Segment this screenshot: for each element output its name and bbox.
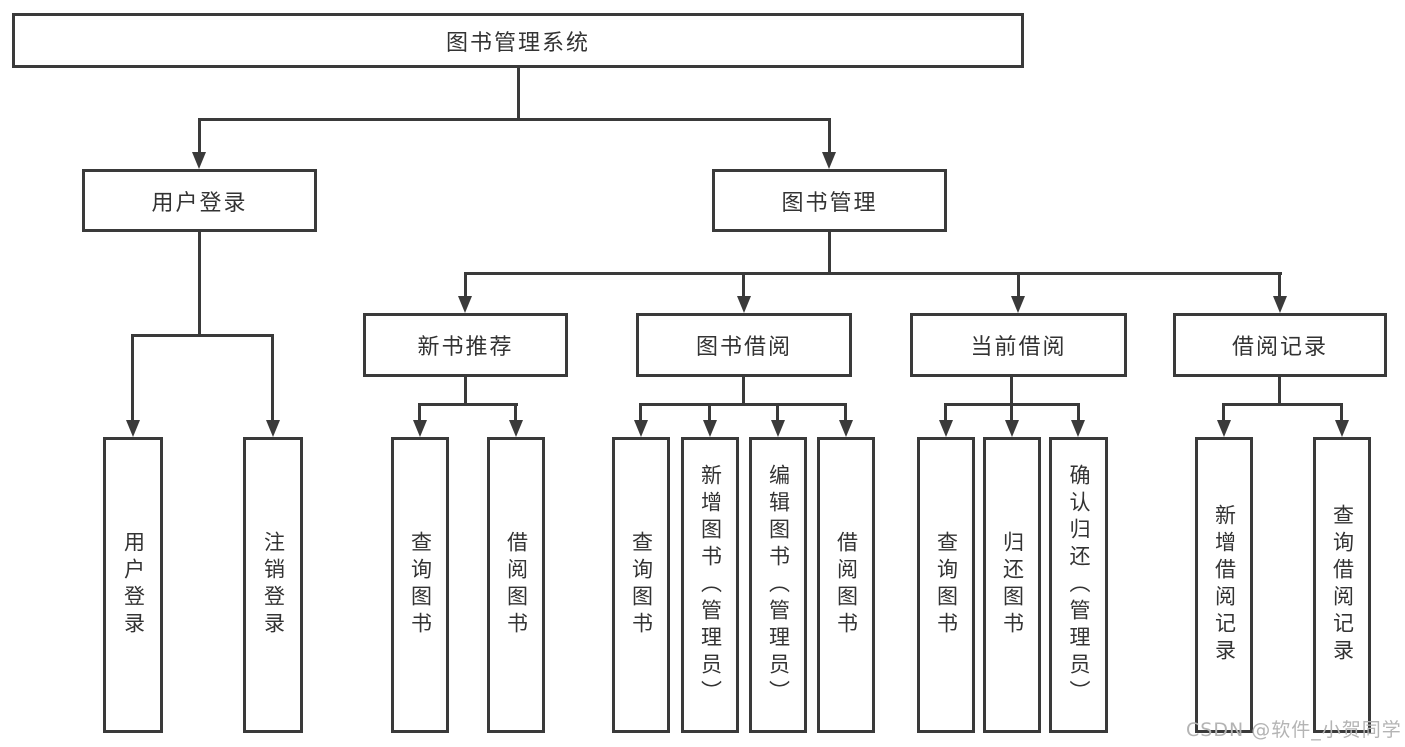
node-new-book: 新书推荐 [363, 313, 568, 377]
node-records-label: 借阅记录 [1231, 335, 1328, 360]
leaf-current-return-label: 归还图书 [1000, 531, 1025, 639]
arrowhead [413, 420, 427, 437]
connector-line [1278, 377, 1281, 405]
leaf-newbook-borrow: 借阅图书 [487, 437, 545, 733]
leaf-current-query-label: 查询图书 [934, 531, 959, 639]
node-borrow: 图书借阅 [636, 313, 852, 377]
connector-line [1077, 403, 1080, 420]
node-new-book-label: 新书推荐 [417, 335, 514, 360]
csdn-watermark: CSDN @软件_小贺同学 [1186, 719, 1402, 741]
arrowhead [771, 420, 785, 437]
leaf-records-query-label: 查询借阅记录 [1330, 504, 1355, 666]
node-book-mgmt: 图书管理 [712, 169, 947, 232]
node-current-label: 当前借阅 [970, 335, 1067, 360]
node-user-login-label: 用户登录 [151, 190, 248, 216]
node-records: 借阅记录 [1173, 313, 1387, 377]
node-root: 图书管理系统 [12, 13, 1024, 68]
leaf-user-login: 用户登录 [103, 437, 163, 733]
leaf-current-return: 归还图书 [983, 437, 1041, 733]
connector-line [517, 68, 520, 120]
connector-line [198, 118, 201, 154]
arrowhead [1273, 296, 1287, 313]
arrowhead [458, 296, 472, 313]
connector-line [1017, 272, 1020, 298]
arrowhead [634, 420, 648, 437]
leaf-logout-label: 注销登录 [261, 531, 286, 639]
leaf-records-add: 新增借阅记录 [1195, 437, 1253, 733]
connector-line [464, 272, 467, 298]
connector-line [742, 377, 745, 405]
arrowhead [1335, 420, 1349, 437]
arrowhead [1071, 420, 1085, 437]
connector-line [1222, 403, 1343, 406]
arrowhead [703, 420, 717, 437]
leaf-borrow-add: 新增图书（管理员） [681, 437, 739, 733]
arrowhead [126, 420, 140, 437]
connector-line [131, 334, 274, 337]
arrowhead [192, 152, 206, 169]
connector-line [828, 118, 831, 154]
connector-line [198, 118, 831, 121]
leaf-borrow-query-label: 查询图书 [629, 531, 654, 639]
arrowhead [737, 296, 751, 313]
node-user-login: 用户登录 [82, 169, 317, 232]
leaf-records-add-label: 新增借阅记录 [1212, 504, 1237, 666]
connector-line [639, 403, 642, 420]
connector-line [418, 403, 518, 406]
arrowhead [1011, 296, 1025, 313]
leaf-user-login-label: 用户登录 [121, 531, 146, 639]
arrowhead [839, 420, 853, 437]
node-root-label: 图书管理系统 [445, 30, 590, 56]
leaf-newbook-query: 查询图书 [391, 437, 449, 733]
leaf-current-confirm-label: 确认归还（管理员） [1067, 463, 1091, 707]
connector-line [198, 232, 201, 336]
leaf-borrow-edit: 编辑图书（管理员） [749, 437, 807, 733]
leaf-newbook-borrow-label: 借阅图书 [504, 531, 529, 639]
leaf-current-confirm: 确认归还（管理员） [1049, 437, 1108, 733]
connector-line [1340, 403, 1343, 420]
arrowhead [509, 420, 523, 437]
leaf-newbook-query-label: 查询图书 [408, 531, 433, 639]
leaf-current-query: 查询图书 [917, 437, 975, 733]
connector-line [776, 403, 779, 420]
leaf-logout: 注销登录 [243, 437, 303, 733]
leaf-borrow-borrow-label: 借阅图书 [834, 531, 859, 639]
connector-line [828, 232, 831, 274]
arrowhead [822, 152, 836, 169]
connector-line [742, 272, 745, 298]
connector-line [464, 272, 1282, 275]
connector-line [464, 377, 467, 405]
connector-line [1010, 403, 1013, 420]
leaf-borrow-borrow: 借阅图书 [817, 437, 875, 733]
connector-line [271, 334, 274, 420]
arrowhead [266, 420, 280, 437]
node-book-mgmt-label: 图书管理 [781, 190, 878, 216]
node-borrow-label: 图书借阅 [695, 335, 792, 360]
connector-line [1278, 272, 1281, 298]
leaf-borrow-query: 查询图书 [612, 437, 670, 733]
arrowhead [939, 420, 953, 437]
node-current: 当前借阅 [910, 313, 1127, 377]
connector-line [639, 403, 847, 406]
connector-line [708, 403, 711, 420]
arrowhead [1005, 420, 1019, 437]
connector-line [514, 403, 517, 420]
leaf-borrow-add-label: 新增图书（管理员） [698, 463, 723, 707]
connector-line [418, 403, 421, 420]
connector-line [844, 403, 847, 420]
connector-line [131, 334, 134, 420]
leaf-records-query: 查询借阅记录 [1313, 437, 1371, 733]
connector-line [1010, 377, 1013, 405]
arrowhead [1217, 420, 1231, 437]
leaf-borrow-edit-label: 编辑图书（管理员） [766, 463, 791, 707]
connector-line [1222, 403, 1225, 420]
connector-line [944, 403, 947, 420]
